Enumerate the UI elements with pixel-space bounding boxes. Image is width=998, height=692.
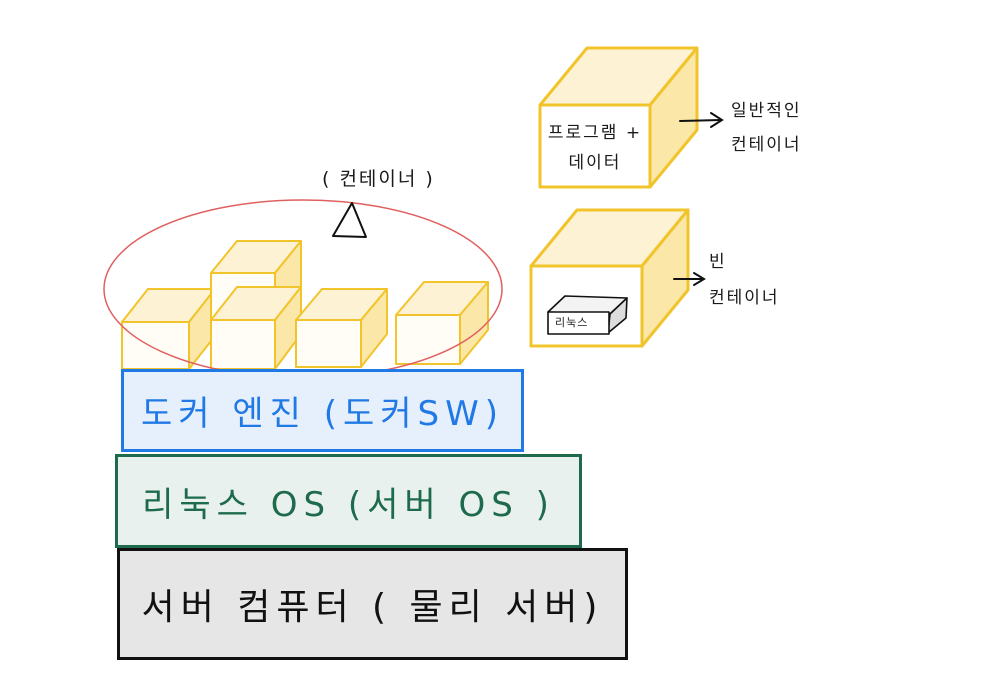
containers-label: ( 컨테이너 ) <box>322 168 435 190</box>
empty-container-label: 빈 컨테이너 <box>709 244 780 316</box>
container-box-3 <box>210 286 302 370</box>
container-box-4 <box>295 288 388 368</box>
server-computer-label: 서버 컴퓨터 ( 물리 서버) <box>141 587 604 628</box>
container-box-1 <box>121 288 216 370</box>
linux-mini-box-label: 리눅스 <box>555 316 589 329</box>
server-computer-layer: 서버 컴퓨터 ( 물리 서버) <box>117 548 628 660</box>
general-container-line2: 컨테이너 <box>731 135 802 155</box>
arrow-to-general-container <box>679 112 724 128</box>
program-data-box-label: 프로그램 + 데이터 <box>547 123 643 173</box>
linux-os-layer: 리눅스 OS (서버 OS ) <box>115 454 582 548</box>
empty-container-line2: 컨테이너 <box>709 288 780 308</box>
linux-os-label: 리눅스 OS (서버 OS ) <box>142 484 555 525</box>
docker-engine-label: 도커 엔진 (도커SW) <box>140 394 505 434</box>
docker-engine-layer: 도커 엔진 (도커SW) <box>121 369 524 452</box>
empty-container-line1: 빈 <box>709 252 727 272</box>
container-box-program-data <box>538 46 699 189</box>
linux-mini-box <box>547 295 628 335</box>
general-container-line1: 일반적인 <box>731 101 802 121</box>
container-box-5 <box>395 281 489 365</box>
arrow-to-empty-container <box>673 272 706 286</box>
general-container-label: 일반적인 컨테이너 <box>731 94 802 162</box>
pointer-to-containers-label <box>332 202 367 238</box>
